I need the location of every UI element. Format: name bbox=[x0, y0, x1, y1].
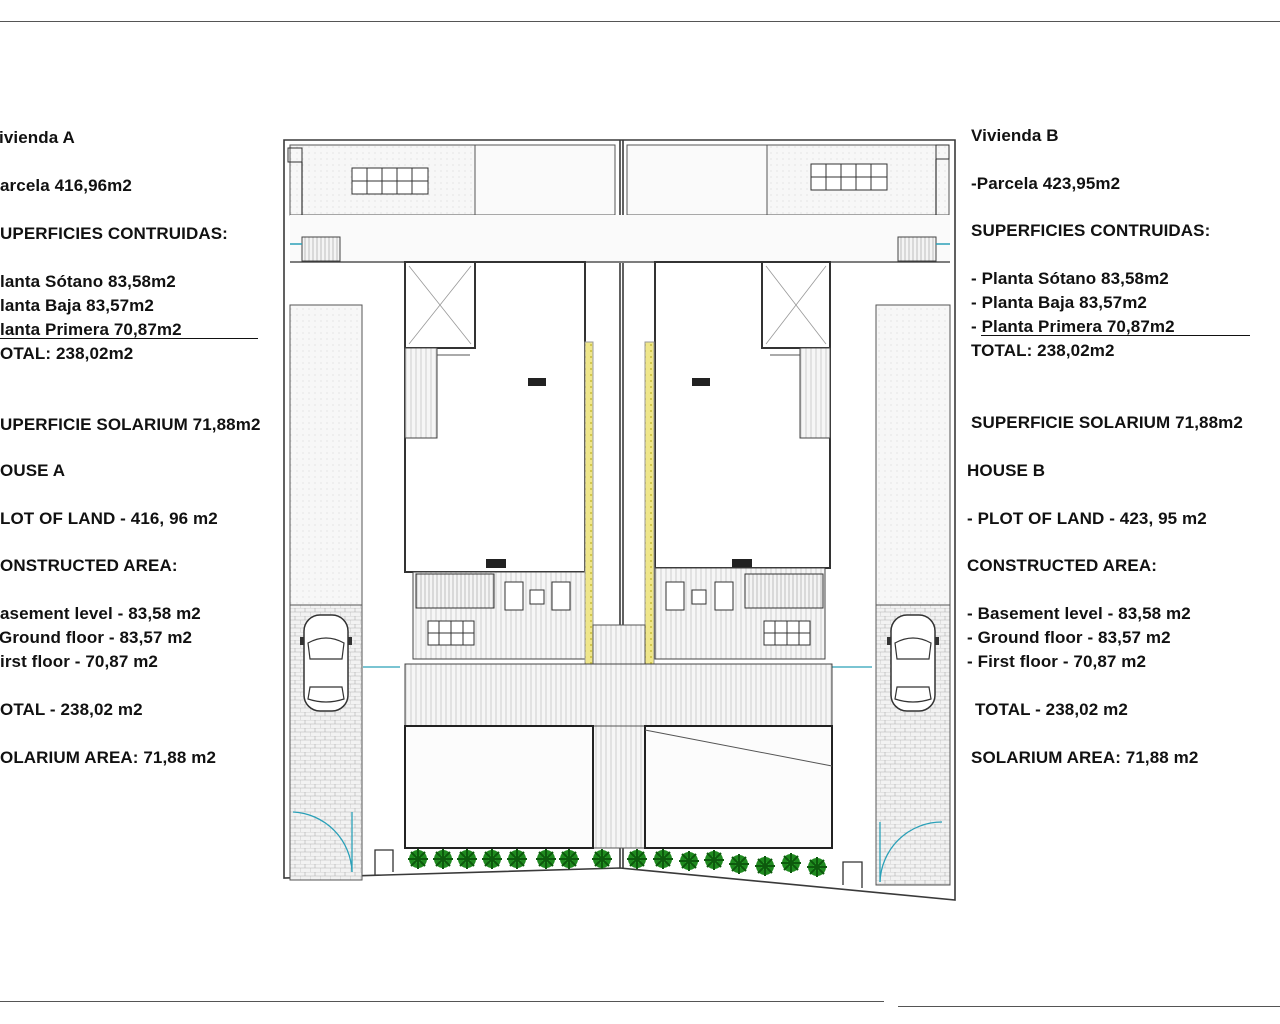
house-a-constructed-heading: ONSTRUCTED AREA: bbox=[0, 556, 178, 575]
gates bbox=[292, 666, 943, 883]
vivienda-b-title: Vivienda B bbox=[971, 126, 1059, 145]
top-table-sets bbox=[351, 163, 888, 195]
house-a-solarium-es: UPERFICIE SOLARIUM 71,88m2 bbox=[0, 415, 261, 434]
car-a bbox=[299, 614, 353, 712]
house-b-primera-text: Planta Primera 70,87m2 bbox=[981, 317, 1175, 336]
house-b-planta-primera: - Planta Primera 70,87m2 bbox=[971, 317, 1175, 337]
house-b-building bbox=[654, 261, 831, 660]
house-b-total-es: TOTAL: 238,02m2 bbox=[971, 341, 1115, 360]
bottom-frame-line-right bbox=[898, 1006, 1280, 1007]
house-a-basement: asement level - 83,58 m2 bbox=[0, 604, 201, 623]
house-b-parcela: -Parcela 423,95m2 bbox=[971, 174, 1121, 193]
car-b bbox=[886, 614, 940, 712]
house-a-solarium-en: OLARIUM AREA: 71,88 m2 bbox=[0, 748, 217, 767]
house-a-planta-baja: lanta Baja 83,57m2 bbox=[0, 296, 154, 315]
house-a-building bbox=[404, 261, 586, 660]
house-b-primera-underline bbox=[981, 335, 1250, 336]
house-a-planta-primera: lanta Primera 70,87m2 bbox=[0, 320, 182, 339]
bottom-frame-line bbox=[0, 1001, 884, 1002]
house-b-primera-prefix: - bbox=[971, 317, 982, 336]
house-a-total-en: OTAL - 238,02 m2 bbox=[0, 700, 143, 719]
house-b-total-en: TOTAL - 238,02 m2 bbox=[975, 700, 1128, 719]
upper-walkway bbox=[290, 215, 950, 263]
top-terraces bbox=[287, 144, 950, 218]
house-a-parcela: arcela 416,96m2 bbox=[0, 176, 132, 195]
house-a-primera-underline bbox=[0, 338, 258, 339]
front-pools bbox=[404, 725, 833, 849]
house-a-planta-sotano: lanta Sótano 83,58m2 bbox=[0, 272, 176, 291]
front-posts bbox=[374, 849, 863, 888]
house-b-constructed-heading: CONSTRUCTED AREA: bbox=[967, 556, 1157, 575]
central-planters bbox=[584, 341, 655, 666]
house-b-basement: - Basement level - 83,58 m2 bbox=[967, 604, 1191, 623]
house-a-plot: LOT OF LAND - 416, 96 m2 bbox=[0, 509, 218, 528]
house-b-first: - First floor - 70,87 m2 bbox=[967, 652, 1147, 671]
house-b-planta-sotano: - Planta Sótano 83,58m2 bbox=[971, 269, 1169, 288]
house-b-ground: - Ground floor - 83,57 m2 bbox=[967, 628, 1171, 647]
house-b-plot: - PLOT OF LAND - 423, 95 m2 bbox=[967, 509, 1207, 528]
house-a-first: irst floor - 70,87 m2 bbox=[0, 652, 158, 671]
house-b-planta-baja: - Planta Baja 83,57m2 bbox=[971, 293, 1147, 312]
front-decking bbox=[404, 663, 833, 849]
house-b-solarium-en: SOLARIUM AREA: 71,88 m2 bbox=[971, 748, 1199, 767]
house-a-superficies-heading: UPERFICIES CONTRUIDAS: bbox=[0, 224, 228, 243]
house-a-title-en: OUSE A bbox=[0, 461, 66, 480]
house-b-superficies-heading: SUPERFICIES CONTRUIDAS: bbox=[971, 221, 1211, 240]
house-a-ground: Ground floor - 83,57 m2 bbox=[0, 628, 193, 647]
vivienda-a-title: ivienda A bbox=[0, 128, 75, 147]
top-frame-line bbox=[0, 21, 1280, 22]
house-b-title-en: HOUSE B bbox=[967, 461, 1046, 480]
house-b-solarium-es: SUPERFICIE SOLARIUM 71,88m2 bbox=[971, 413, 1243, 432]
house-a-total-es: OTAL: 238,02m2 bbox=[0, 344, 134, 363]
